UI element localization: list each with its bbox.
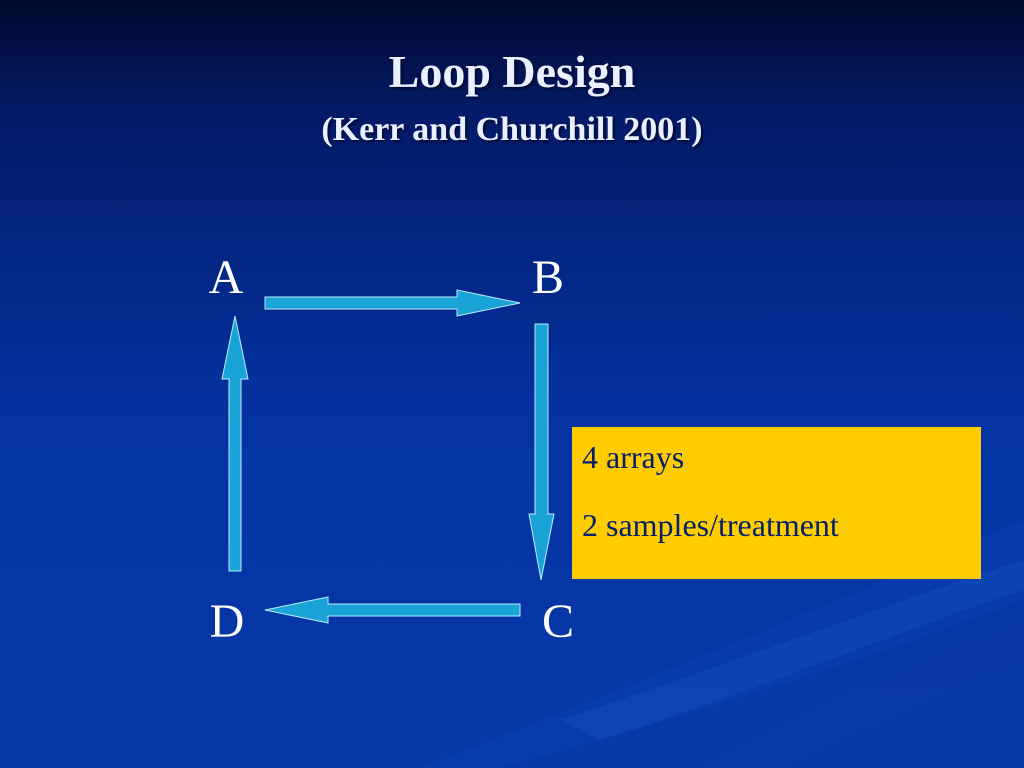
- info-arrays-text: 4 arrays: [582, 439, 685, 475]
- arrow-d-to-a: [221, 315, 249, 572]
- slide-subtitle: (Kerr and Churchill 2001): [321, 111, 703, 148]
- arrow-c-to-d: [264, 596, 521, 624]
- info-samples-text: 2 samples/treatment: [582, 507, 839, 543]
- node-a-label: A: [208, 251, 244, 304]
- arrow-a-to-b: [264, 289, 521, 317]
- background-swoosh: [560, 560, 1024, 740]
- arrow-b-to-c: [528, 323, 555, 581]
- node-d-label: D: [209, 595, 245, 648]
- background-swoosh: [700, 620, 1024, 768]
- info-box: 4 arrays 2 samples/treatment: [572, 427, 981, 579]
- node-c-label: C: [541, 595, 574, 648]
- node-b-label: B: [531, 251, 564, 304]
- slide-title: Loop Design: [388, 46, 636, 97]
